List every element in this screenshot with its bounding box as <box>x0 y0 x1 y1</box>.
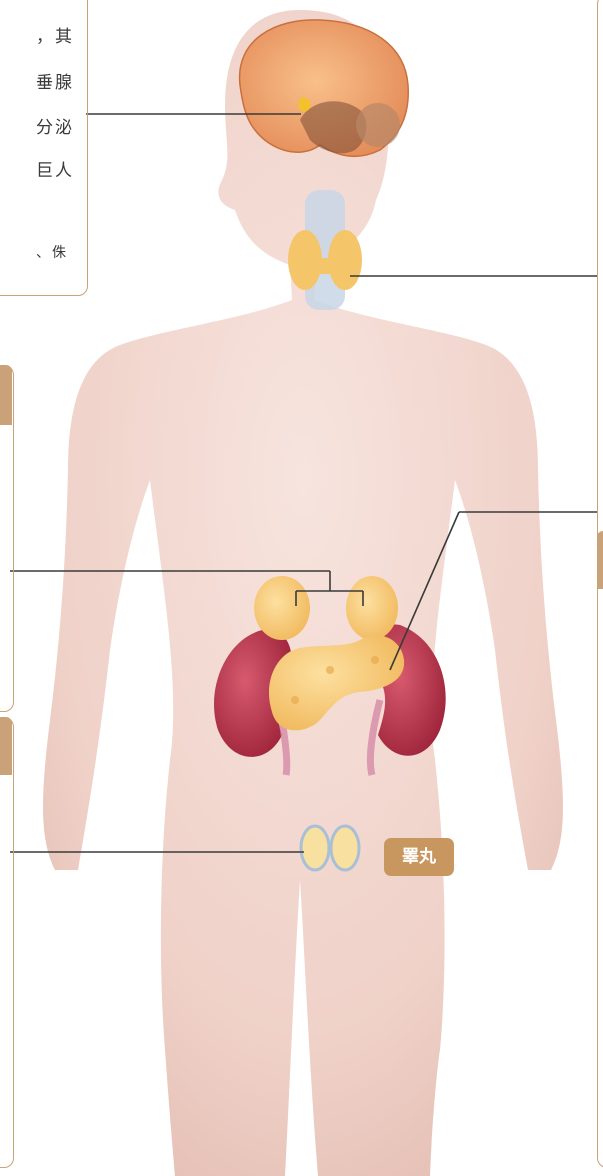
info-panel-adrenal-tab <box>0 365 12 425</box>
panel-text-line-2: 垂腺 <box>36 75 74 92</box>
panel-text-line-5: 、侏 <box>36 246 68 260</box>
panel-text-line-3: 分泌 <box>36 120 74 137</box>
panel-text-line-4: 巨人 <box>36 163 74 180</box>
info-panel-right-tab <box>597 531 603 589</box>
info-panel-testis-tab <box>0 717 12 775</box>
panel-text-line-1: ，其 <box>36 29 74 46</box>
info-panel-testis <box>0 717 14 1168</box>
testis-label: 睪丸 <box>384 838 454 876</box>
